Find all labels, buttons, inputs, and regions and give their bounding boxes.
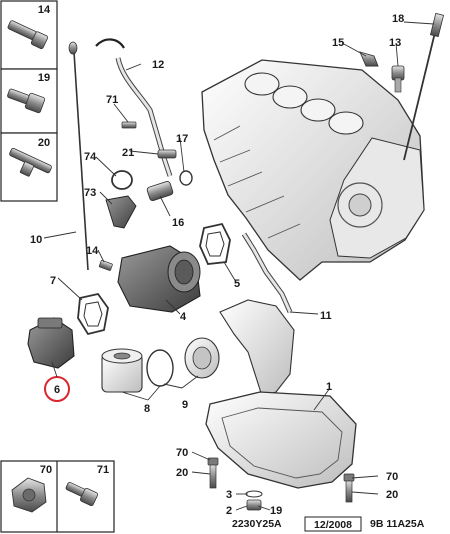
inset-label-70: 70 [40,464,52,476]
sidebar-part-14-box: 14 [0,0,58,70]
callout-3: 3 [226,489,232,501]
callout-13: 13 [389,37,401,49]
seal-17 [179,170,193,186]
filter-element-8 [101,348,174,393]
footer-date: 12/2008 [314,519,352,531]
sidebar-label-20: 20 [38,137,50,149]
callout-19: 19 [270,505,282,517]
gasket-7 [77,292,109,336]
callout-17: 17 [176,133,188,145]
callout-70-right: 70 [386,471,398,483]
stud-20-left [207,457,219,489]
highlighted-callout-6[interactable]: 6 [44,361,70,402]
callout-2: 2 [226,505,232,517]
sensor-13 [391,65,405,93]
callout-20-right: 20 [386,489,398,501]
callout-16: 16 [172,217,184,229]
screw-71-icon [65,481,99,507]
callout-1: 1 [326,381,332,393]
callout-18: 18 [392,13,404,25]
circlip-74 [111,170,133,190]
stud-20-icon [9,147,52,177]
engine-block [201,59,425,281]
callout-20-left: 20 [176,467,188,479]
callout-5: 5 [234,278,240,290]
cover-6 [27,317,75,369]
callout-9: 9 [182,399,188,411]
leader-lines [43,21,435,511]
screw-71 [121,121,137,129]
callout-labels: 12 71 21 17 74 73 16 10 14 7 5 4 11 15 1… [30,13,404,517]
bolt-19-icon [7,88,46,114]
switch-16 [146,180,174,202]
callout-74: 74 [84,151,97,163]
inset-label-71: 71 [97,464,109,476]
callout-73: 73 [84,187,96,199]
gasket-5 [199,222,231,265]
oil-filter-housing-4 [117,245,201,313]
callout-71: 71 [106,94,118,106]
cylinder-bores [244,72,364,135]
dipstick-10 [68,41,89,271]
rod-18 [403,12,445,161]
oil-sump-1 [205,391,357,489]
bolt-14-icon [7,20,49,50]
callout-15: 15 [332,37,344,49]
fitting-21 [157,149,177,159]
nut-70-icon [11,477,47,513]
dipstick-tube-12 [95,38,173,177]
bolt-14 [98,260,113,271]
sender-73 [105,195,137,229]
callout-6: 6 [54,384,60,396]
callout-10: 10 [30,234,42,246]
bracket-3 [219,299,295,397]
footer: 2230Y25A 12/2008 9B 11A25A [232,516,425,532]
callout-4: 4 [180,311,187,323]
callout-14: 14 [86,245,99,257]
sidebar-label-19: 19 [38,72,50,84]
footer-code: 9B 11A25A [370,518,425,530]
callout-12: 12 [152,59,164,71]
drain-plug-2 [245,490,263,511]
filter-canister-9 [184,337,220,379]
callout-8: 8 [144,403,150,415]
inset-box: 70 71 [0,460,115,533]
footer-ref: 2230Y25A [232,518,282,530]
callout-21: 21 [122,147,134,159]
breather-pipe-11 [241,232,293,314]
sidebar-part-19-box: 19 [0,68,58,134]
callout-70-left: 70 [176,447,188,459]
callout-11: 11 [320,310,332,322]
sidebar-part-20-box: 20 [0,132,58,202]
callout-7: 7 [50,275,56,287]
sidebar-label-14: 14 [38,4,51,16]
